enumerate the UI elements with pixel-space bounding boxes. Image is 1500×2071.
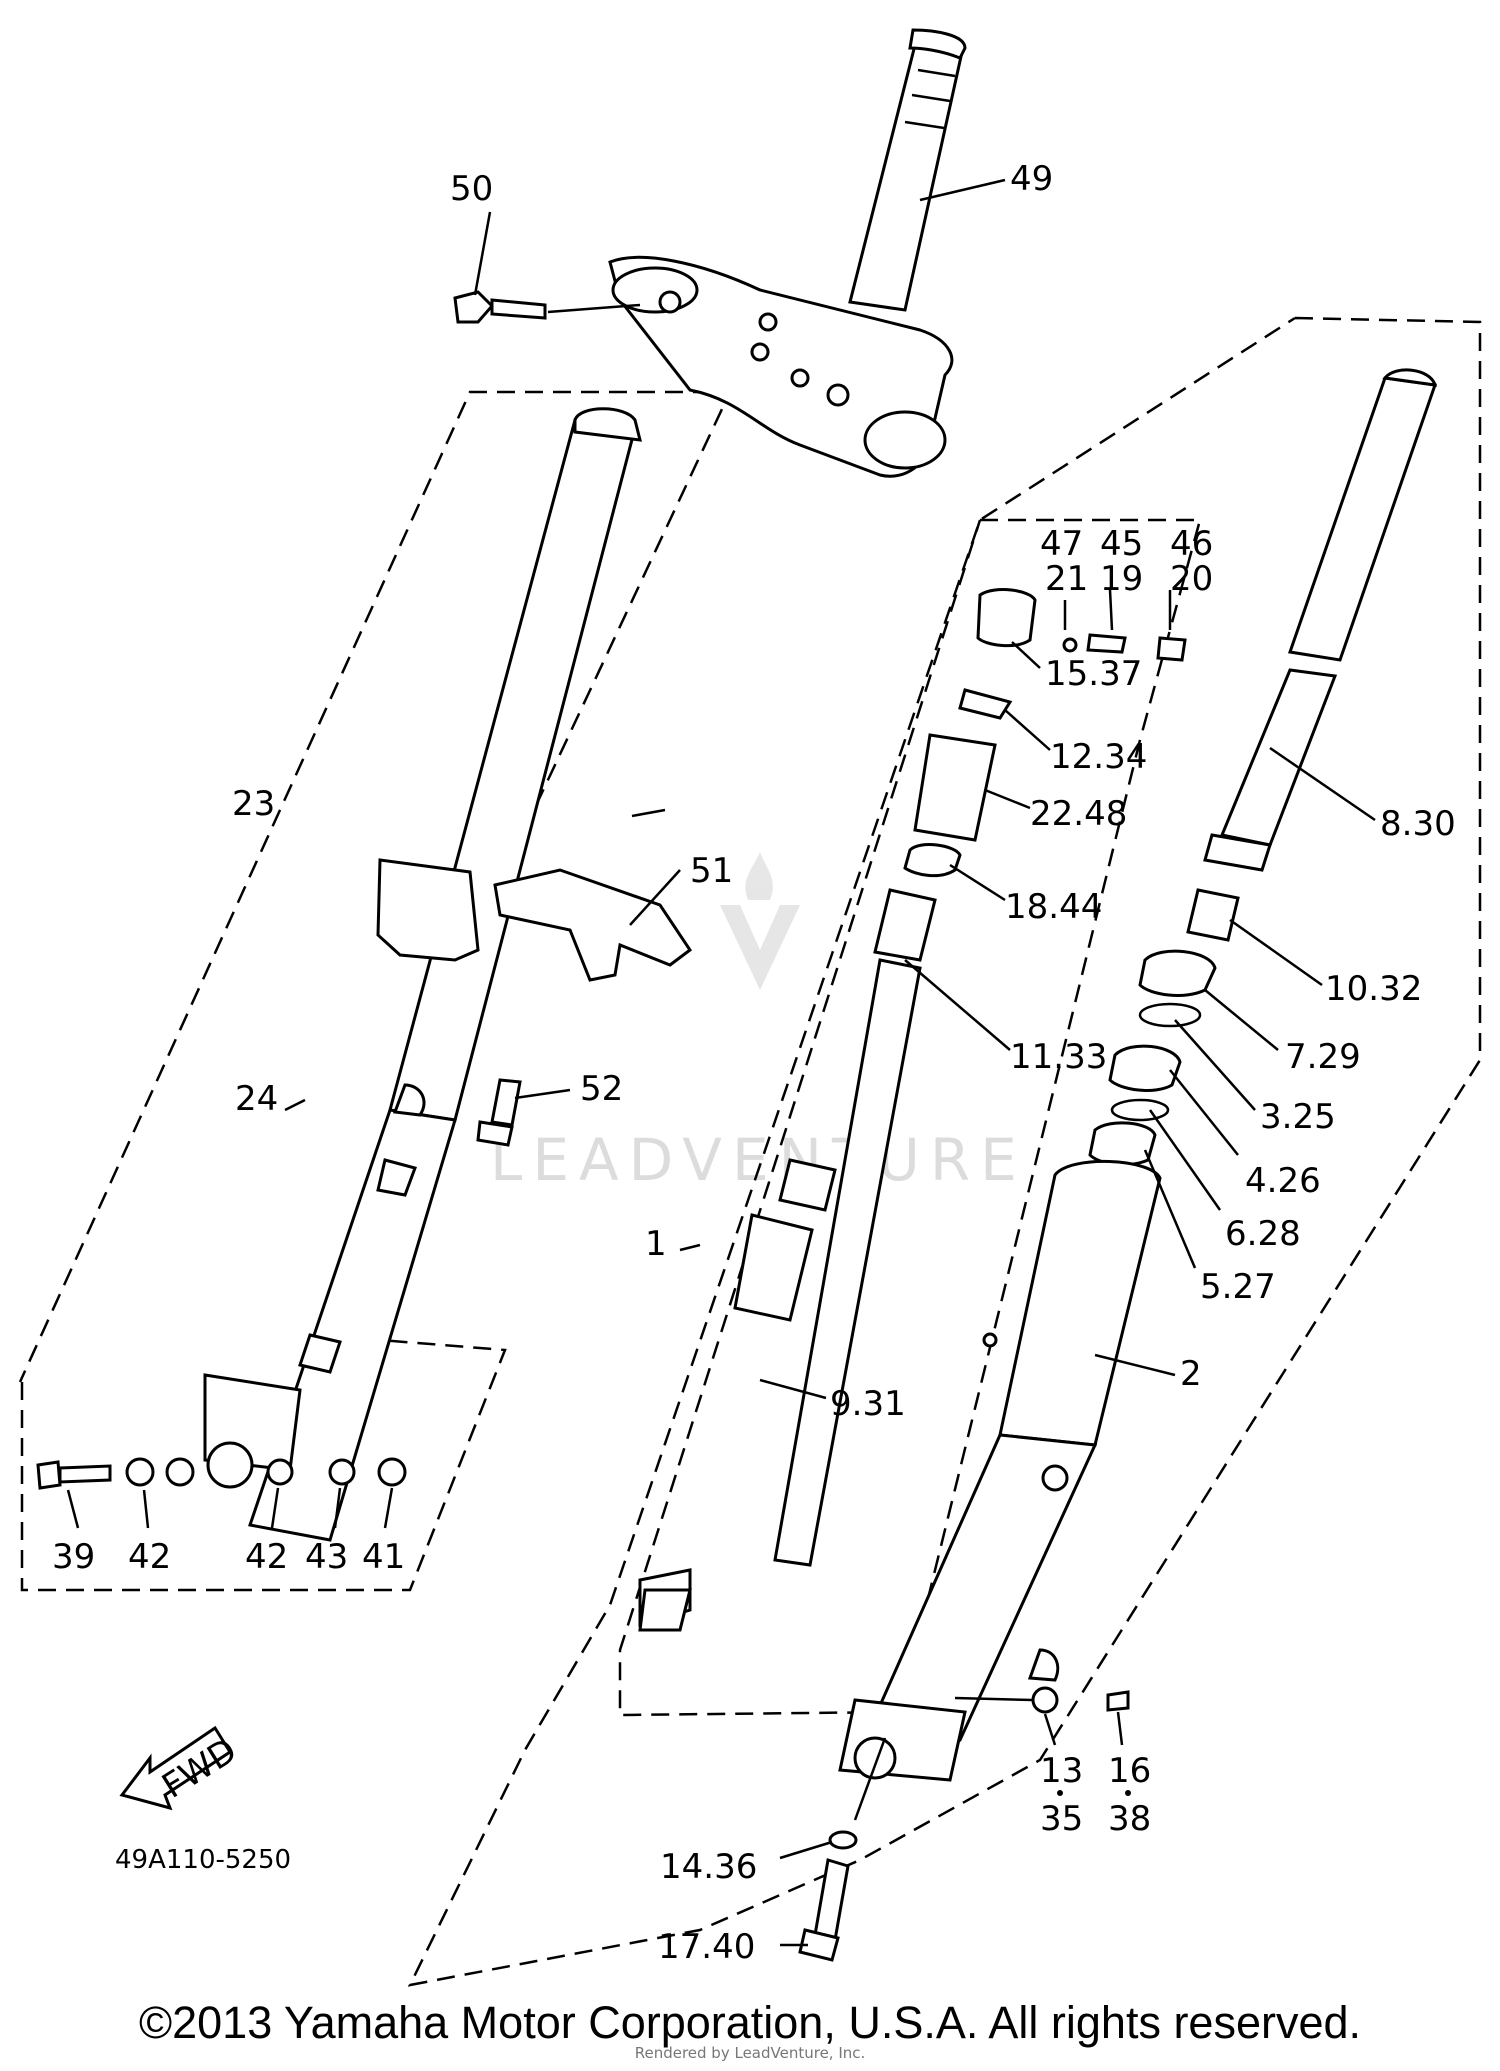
- part-label-42a: 42: [128, 1537, 171, 1577]
- part-label-46: 46: [1170, 524, 1213, 564]
- watermark-text: LEADVENTURE: [490, 1126, 1027, 1194]
- part-label-35: 35: [1040, 1799, 1083, 1839]
- part-label-5-27: 5.27: [1200, 1267, 1276, 1307]
- left-fork-outer-tube: [203, 407, 642, 1542]
- axle-hardware-row: [36, 1457, 407, 1490]
- part-label-51: 51: [690, 851, 733, 891]
- part-label-14-36: 14.36: [660, 1847, 757, 1887]
- part-label-39: 39: [52, 1537, 95, 1577]
- part-label-20: 20: [1170, 559, 1213, 599]
- part-label-24: 24: [235, 1079, 278, 1119]
- dashed-outlines: [18, 316, 1482, 1987]
- part-label-49: 49: [1010, 159, 1053, 199]
- part-label-12-34: 12.34: [1050, 737, 1147, 777]
- part-label-47: 47: [1040, 524, 1083, 564]
- part-label-10-32: 10.32: [1325, 969, 1422, 1009]
- diagram-code: 49A110-5250: [115, 1845, 291, 1875]
- part-label-2: 2: [1180, 1354, 1202, 1394]
- right-inner-tube-parts: [1088, 368, 1438, 1167]
- part-label-23: 23: [232, 784, 275, 824]
- part-label-6-28: 6.28: [1225, 1214, 1301, 1254]
- part-label-38: 38: [1108, 1799, 1151, 1839]
- rendered-by-notice: Rendered by LeadVenture, Inc.: [634, 2044, 866, 2062]
- leadventure-watermark: LEADVENTURE: [490, 852, 1027, 1194]
- part-label-9-31: 9.31: [830, 1384, 906, 1424]
- part-label-22-48: 22.48: [1030, 794, 1127, 834]
- steering-stem-assembly: [608, 28, 967, 478]
- fwd-direction-arrow: FWD: [119, 1725, 244, 1811]
- part-label-11-33: 11.33: [1010, 1037, 1107, 1077]
- part-label-15-37: 15.37: [1045, 654, 1142, 694]
- bolt-52: [476, 1078, 522, 1147]
- part-label-17-40: 17.40: [658, 1927, 755, 1967]
- part-label-19: 19: [1100, 559, 1143, 599]
- part-label-4-26: 4.26: [1245, 1161, 1321, 1201]
- part-number-labels: 50 49 23 51 24 52 1 2 47 45 46 21 19 20 …: [52, 159, 1456, 1967]
- part-label-16: 16: [1108, 1751, 1151, 1791]
- part-label-45: 45: [1100, 524, 1143, 564]
- part-label-8-30: 8.30: [1380, 804, 1456, 844]
- part-label-13: 13: [1040, 1751, 1083, 1791]
- part-label-50: 50: [450, 169, 493, 209]
- part-label-42b: 42: [245, 1537, 288, 1577]
- pinch-bolt-50: [453, 290, 641, 324]
- part-label-52: 52: [580, 1069, 623, 1109]
- part-label-1: 1: [645, 1224, 667, 1264]
- part-label-43: 43: [305, 1537, 348, 1577]
- copyright-notice: ©2013 Yamaha Motor Corporation, U.S.A. A…: [138, 1997, 1362, 2048]
- part-label-18-44: 18.44: [1005, 887, 1102, 927]
- leader-lines: [66, 178, 1376, 1947]
- part-label-3-25: 3.25: [1260, 1097, 1336, 1137]
- fork-bracket-51: [493, 868, 693, 982]
- part-label-41: 41: [362, 1537, 405, 1577]
- damper-rod-assembly: [638, 588, 1187, 1632]
- right-fork-outer-tube: [838, 1160, 1162, 1782]
- front-fork-exploded-diagram: LEADVENTURE: [18, 28, 1482, 1987]
- part-label-7-29: 7.29: [1285, 1037, 1361, 1077]
- part-label-21: 21: [1045, 559, 1088, 599]
